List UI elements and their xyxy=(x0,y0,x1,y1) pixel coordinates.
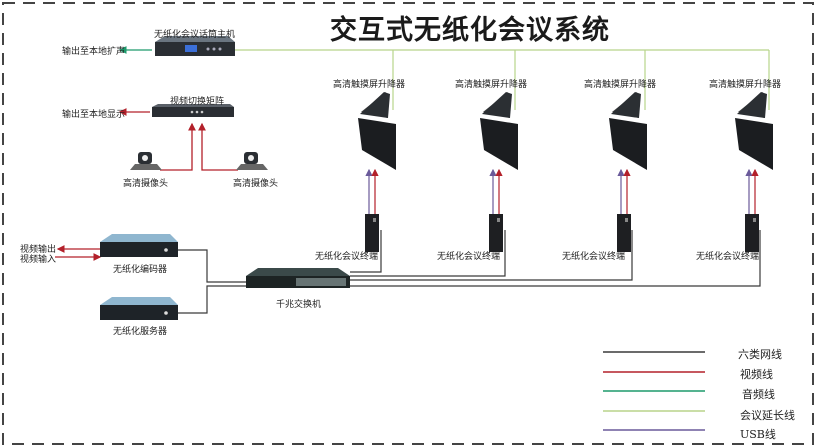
terminal-label: 无纸化会议终端 xyxy=(315,252,379,262)
touchscreen-lifter-icon xyxy=(358,92,396,170)
extension-lines xyxy=(232,49,770,110)
touchscreen-lifter-icon xyxy=(480,92,518,170)
touchscreen-lifter-icon xyxy=(735,92,773,170)
terminal-lifter-links xyxy=(365,168,759,215)
terminal-label: 无纸化会议终端 xyxy=(696,252,760,262)
server-label: 无纸化服务器 xyxy=(113,327,168,337)
camera-left-icon xyxy=(130,152,162,170)
display-out-label: 输出至本地显示 xyxy=(62,110,126,120)
legend-label: 会议延长线 xyxy=(740,409,795,422)
lifter-label: 高清触摸屏升降器 xyxy=(584,80,657,90)
legend-label: 六类网线 xyxy=(738,348,782,361)
camera-left-label: 高清摄像头 xyxy=(123,179,169,189)
camera-right-video-line xyxy=(198,122,238,171)
encoder-device xyxy=(100,234,178,257)
terminal-device-icon xyxy=(745,214,759,252)
terminal-device-icon xyxy=(617,214,631,252)
legend-label: 音频线 xyxy=(742,388,775,401)
terminal-device-icon xyxy=(489,214,503,252)
terminal-label: 无纸化会议终端 xyxy=(562,252,626,262)
video-in-label: 视频输入 xyxy=(20,255,57,265)
lifter-label: 高清触摸屏升降器 xyxy=(455,80,528,90)
camera-left-video-line xyxy=(160,122,196,171)
lifter-label: 高清触摸屏升降器 xyxy=(709,80,782,90)
lifter-label: 高清触摸屏升降器 xyxy=(333,80,406,90)
switch-label: 千兆交换机 xyxy=(276,300,322,310)
camera-right-icon xyxy=(236,152,268,170)
touchscreen-lifter-icon xyxy=(609,92,647,170)
camera-right-label: 高清摄像头 xyxy=(233,179,279,189)
video-matrix-device xyxy=(152,104,234,117)
encoder-label: 无纸化编码器 xyxy=(113,265,168,275)
audio-out-label: 输出至本地扩声 xyxy=(62,47,126,57)
audio-host-label: 无纸化会议话筒主机 xyxy=(154,30,236,40)
dashed-frame xyxy=(2,2,814,445)
video-out-label: 视频输出 xyxy=(20,245,57,255)
terminal-label: 无纸化会议终端 xyxy=(437,252,501,262)
server-device xyxy=(100,297,178,320)
network-lines xyxy=(178,230,761,314)
legend-label: USB线 xyxy=(740,428,776,441)
terminals-group xyxy=(365,214,759,252)
legend-lines xyxy=(603,351,705,431)
legend-label: 视频线 xyxy=(740,368,773,381)
switch-device xyxy=(246,268,350,288)
audio-host-device xyxy=(155,36,235,56)
page-title: 交互式无纸化会议系统 xyxy=(330,15,610,46)
lifters-group xyxy=(358,92,773,170)
video-matrix-label: 视频切换矩阵 xyxy=(170,97,225,107)
terminal-device-icon xyxy=(365,214,379,252)
